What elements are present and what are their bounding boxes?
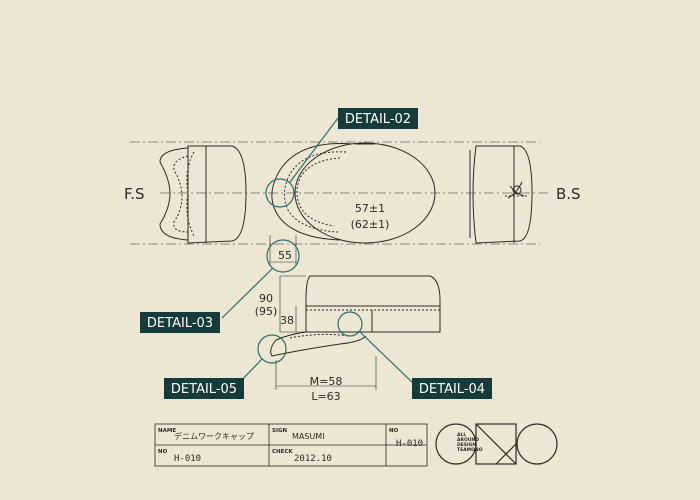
center-lines [130, 141, 548, 245]
detail-labels: DETAIL-02 DETAIL-03 DETAIL-05 DETAIL-04 [140, 108, 492, 399]
dimension-lines [269, 235, 377, 390]
logo-circle-right [516, 423, 558, 465]
dimension-width: 57±1 [355, 202, 385, 215]
logo-line-1: ALL [457, 432, 466, 438]
label-back-side: B.S [556, 185, 581, 203]
detail-05-box [164, 378, 244, 399]
no2-label: NO [389, 428, 399, 434]
side-view [270, 275, 441, 357]
back-view [469, 145, 533, 244]
sign-value: MASUMI [292, 432, 325, 441]
dimension-height-alt: (95) [255, 305, 278, 318]
dimension-brim: 38 [280, 314, 294, 327]
check-value: 2012.10 [294, 454, 332, 464]
logo-line-3: DESIGN [457, 442, 476, 448]
detail-04-label: DETAIL-04 [419, 382, 485, 397]
no-value: H-010 [174, 454, 201, 464]
dimension-width-alt: (62±1) [351, 218, 390, 231]
dimension-l: L=63 [311, 390, 340, 403]
detail-02-circle [265, 178, 295, 208]
name-value: デニムワークキャップ [174, 431, 254, 441]
no2-value: H-010 [396, 439, 423, 449]
logo-line-2: AROUND [457, 437, 479, 443]
name-label: NAME [158, 428, 176, 434]
detail-02-label: DETAIL-02 [345, 112, 411, 127]
detail-05-label: DETAIL-05 [171, 382, 237, 397]
detail-02-box [338, 108, 418, 129]
check-label: CHECK [272, 449, 293, 455]
label-front-side: F.S [124, 185, 145, 203]
detail-callouts [221, 117, 415, 385]
logo-text: ALL AROUND DESIGN TEAMONO [457, 432, 483, 453]
detail-03-box [140, 312, 220, 333]
detail-05-circle [257, 334, 287, 364]
detail-03-circle [266, 239, 300, 273]
sign-label: SIGN [272, 428, 288, 434]
top-view [271, 142, 436, 244]
title-block [154, 423, 428, 467]
dimension-m: M=58 [310, 375, 343, 388]
detail-03-label: DETAIL-03 [147, 316, 213, 331]
logo-line-4: TEAMONO [457, 447, 483, 453]
title-block-text: NAME デニムワークキャップ SIGN MASUMI NO H-010 CHE… [158, 428, 423, 464]
front-view [159, 145, 247, 244]
dimension-depth: 55 [278, 249, 292, 262]
ono-logo [435, 423, 558, 465]
detail-04-box [412, 378, 492, 399]
no-label: NO [158, 449, 168, 455]
dimension-height: 90 [259, 292, 273, 305]
dimension-labels: F.S B.S 57±1 (62±1) 55 90 (95) 38 M=58 L… [124, 185, 581, 403]
detail-04-circle [337, 311, 363, 337]
